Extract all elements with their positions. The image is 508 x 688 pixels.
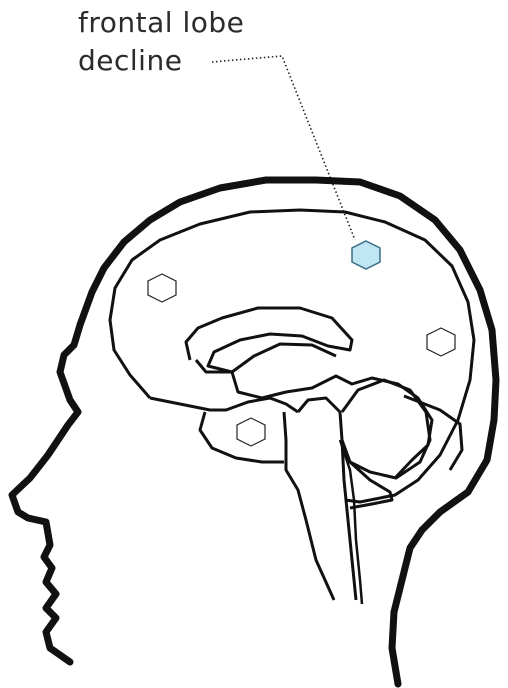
hexagon-marker-highlighted-icon	[352, 241, 380, 269]
corpus-callosum	[186, 308, 352, 372]
cerebellum	[342, 380, 430, 508]
hexagon-marker-icon	[427, 328, 455, 356]
temporal-lobe	[150, 398, 298, 462]
brainstem	[284, 398, 356, 600]
hexagon-marker-icon	[148, 274, 176, 302]
hexagon-marker-icon	[237, 418, 265, 446]
brain-outline	[110, 210, 474, 502]
